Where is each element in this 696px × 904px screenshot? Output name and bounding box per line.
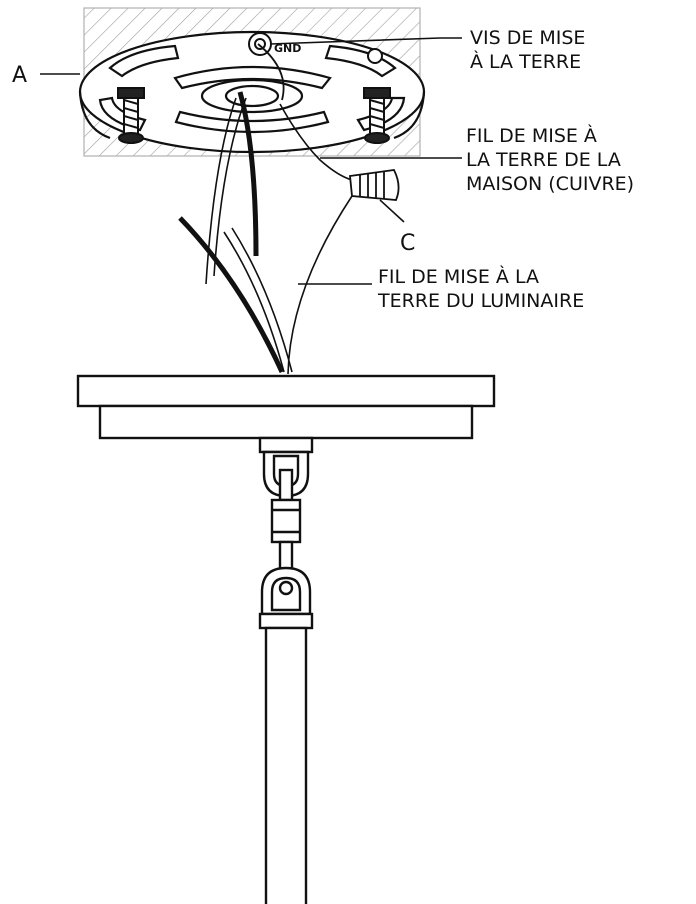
- downrod: [264, 626, 308, 904]
- canopy: [76, 374, 496, 440]
- label-c: C: [400, 231, 415, 256]
- wire-connector: [349, 169, 400, 201]
- black-wire-fixture: [178, 216, 285, 374]
- white-wire-fixture: [223, 227, 293, 373]
- small-screw: [367, 48, 383, 64]
- house-ground-wire: [279, 103, 353, 181]
- house-wire-label-line3: MAISON (CUIVRE): [466, 173, 634, 195]
- white-wire-outer: [205, 97, 247, 285]
- mounting-screw-left: [117, 87, 145, 144]
- ground-screw: [248, 32, 285, 101]
- swivel-assembly: [258, 436, 314, 630]
- mounting-screw-right: [363, 87, 391, 144]
- fixture-wire-label-line2: TERRE DU LUMINAIRE: [377, 290, 584, 312]
- label-a: A: [12, 63, 27, 88]
- ground-screw-label-line2: À LA TERRE: [470, 50, 581, 73]
- mounting-plate: [78, 30, 426, 154]
- leader-lines: [40, 37, 462, 285]
- ground-screw-label-line1: VIS DE MISE: [470, 27, 585, 49]
- black-wire-house: [237, 91, 259, 257]
- house-wire-label-line1: FIL DE MISE À: [466, 124, 597, 147]
- gnd-marking: GND: [274, 42, 301, 55]
- house-wire-label-line2: LA TERRE DE LA: [466, 149, 621, 171]
- fixture-wire-label-line1: FIL DE MISE À LA: [378, 265, 539, 288]
- fixture-ground-wire: [287, 195, 353, 375]
